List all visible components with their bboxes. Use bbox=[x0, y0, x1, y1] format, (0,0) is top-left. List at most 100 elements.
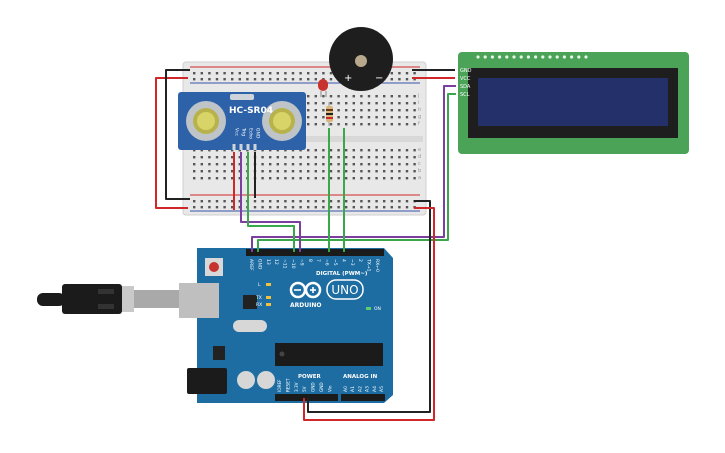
arduino-logo bbox=[289, 281, 322, 299]
power-pin-label: 5V bbox=[302, 386, 307, 392]
usb-plug-body bbox=[62, 284, 122, 314]
digital-header bbox=[246, 249, 384, 256]
digital-pin-label: 13 bbox=[265, 259, 271, 265]
digital-pin-label: ~11 bbox=[282, 259, 288, 269]
breadboard-row-letter: h bbox=[418, 107, 421, 113]
analog-pin-label: A2 bbox=[357, 386, 363, 392]
digital-pin-label: 4 bbox=[340, 259, 346, 262]
analog-in-label: ANALOG IN bbox=[343, 374, 378, 380]
arduino-uno-board: ARDUINO UNO DIGITAL (PWM~) POWER ANALOG … bbox=[179, 248, 393, 403]
analog-pin-label: A3 bbox=[365, 386, 371, 392]
power-pin-label: GND bbox=[311, 382, 316, 392]
digital-pin-label: ~3 bbox=[349, 259, 355, 266]
lcd-display: GND VCC SDA SCL bbox=[458, 52, 689, 154]
buzzer-plus-label: + bbox=[344, 73, 352, 84]
arduino-model-label: UNO bbox=[331, 283, 358, 297]
digital-pin-label: 2 bbox=[357, 259, 363, 262]
lcd-pin-label: VCC bbox=[460, 76, 471, 82]
wire-black-power-gnd bbox=[307, 200, 431, 413]
breadboard-holes bbox=[193, 72, 416, 209]
capacitor-2 bbox=[257, 371, 275, 389]
atmega-chip bbox=[275, 343, 383, 366]
digital-pin-label: RX←0 bbox=[374, 259, 380, 272]
digital-pin-label: 7 bbox=[315, 259, 321, 262]
breadboard-row-letter: f bbox=[418, 121, 420, 127]
uno-badge bbox=[326, 279, 364, 300]
breadboard-row-letter: d bbox=[418, 154, 421, 160]
digital-pin-label: TX→1 bbox=[366, 258, 372, 272]
sensor-pin-label: Vcc bbox=[234, 128, 240, 137]
breadboard-row-letter: e bbox=[418, 147, 421, 153]
sensor-pin-label: Trig bbox=[241, 127, 247, 136]
digital-pin-label: 8 bbox=[307, 259, 313, 262]
breadboard-row-letter: j bbox=[417, 93, 419, 99]
resistor bbox=[326, 102, 333, 126]
usb-plug-metal bbox=[122, 286, 134, 312]
power-pin-label: 3.3V bbox=[294, 382, 299, 392]
digital-pin-label: ~10 bbox=[290, 259, 296, 269]
lcd-header-holes bbox=[476, 55, 588, 59]
digital-pin-label: GND bbox=[256, 259, 262, 270]
sensor-model-label: HC-SR04 bbox=[229, 106, 273, 116]
arduino-brand-label: ARDUINO bbox=[290, 302, 321, 309]
wire-red-power-5v bbox=[303, 207, 435, 421]
wire-black-left-rail bbox=[165, 69, 190, 200]
lcd-pin-label: SCL bbox=[460, 92, 470, 98]
power-header bbox=[275, 394, 338, 401]
led-on-label: ON bbox=[374, 306, 381, 312]
buzzer-minus-label: − bbox=[375, 73, 383, 84]
power-label: POWER bbox=[298, 374, 322, 380]
analog-pin-label: A0 bbox=[343, 386, 349, 392]
led bbox=[318, 79, 328, 97]
sensor-pin-label: GND bbox=[255, 128, 261, 139]
breadboard-row-letter: b bbox=[418, 168, 421, 174]
led-tx-label: TX bbox=[255, 295, 262, 301]
analog-header bbox=[341, 394, 385, 401]
breadboard-row-letter: i bbox=[418, 100, 419, 106]
power-pin-label: IOREF bbox=[277, 379, 282, 392]
power-jack bbox=[187, 368, 227, 394]
buzzer-center bbox=[355, 55, 367, 67]
breadboard-row-letter: g bbox=[418, 114, 421, 120]
wire-purple-lcd-sda bbox=[251, 85, 456, 252]
digital-pin-label: ~6 bbox=[324, 259, 330, 266]
usb-cable-strain-relief bbox=[37, 293, 65, 306]
led-rx-label: RX bbox=[256, 302, 262, 308]
lcd-pin-label: GND bbox=[460, 68, 472, 74]
digital-pwm-label: DIGITAL (PWM~) bbox=[316, 271, 368, 277]
analog-pin-label: A4 bbox=[372, 386, 378, 392]
wires bbox=[155, 69, 456, 421]
lcd-pin-labels: GND VCC SDA SCL bbox=[460, 68, 472, 98]
wire-purple-sensor-trig bbox=[240, 152, 301, 252]
digital-pin-label: ~5 bbox=[332, 259, 338, 266]
analog-pin-label: A5 bbox=[379, 386, 385, 392]
power-pin-label: GND bbox=[319, 382, 324, 392]
wire-green-lcd-scl bbox=[257, 93, 456, 252]
buzzer: + − bbox=[329, 27, 393, 91]
analog-pin-label: A1 bbox=[350, 386, 356, 392]
reset-button[interactable] bbox=[209, 262, 219, 272]
capacitor-1 bbox=[237, 371, 255, 389]
led-l-label: L bbox=[258, 282, 261, 288]
wire-red-left-rail bbox=[155, 77, 188, 209]
led-body bbox=[318, 79, 328, 91]
power-pin-label: RESET bbox=[285, 378, 290, 392]
usb-chip bbox=[243, 295, 257, 309]
digital-pin-label: AREF bbox=[248, 259, 254, 271]
lcd-pin-label: SDA bbox=[460, 84, 471, 90]
power-pin-label: Vin bbox=[327, 385, 332, 392]
usb-port bbox=[179, 283, 219, 318]
breadboard-row-letter: a bbox=[418, 175, 421, 181]
sensor-pin-label: Echo bbox=[248, 128, 254, 139]
usb-cable bbox=[37, 284, 179, 314]
usb-plug-connector bbox=[134, 290, 179, 308]
digital-pin-label: ~9 bbox=[298, 259, 304, 266]
voltage-regulator bbox=[213, 346, 225, 360]
